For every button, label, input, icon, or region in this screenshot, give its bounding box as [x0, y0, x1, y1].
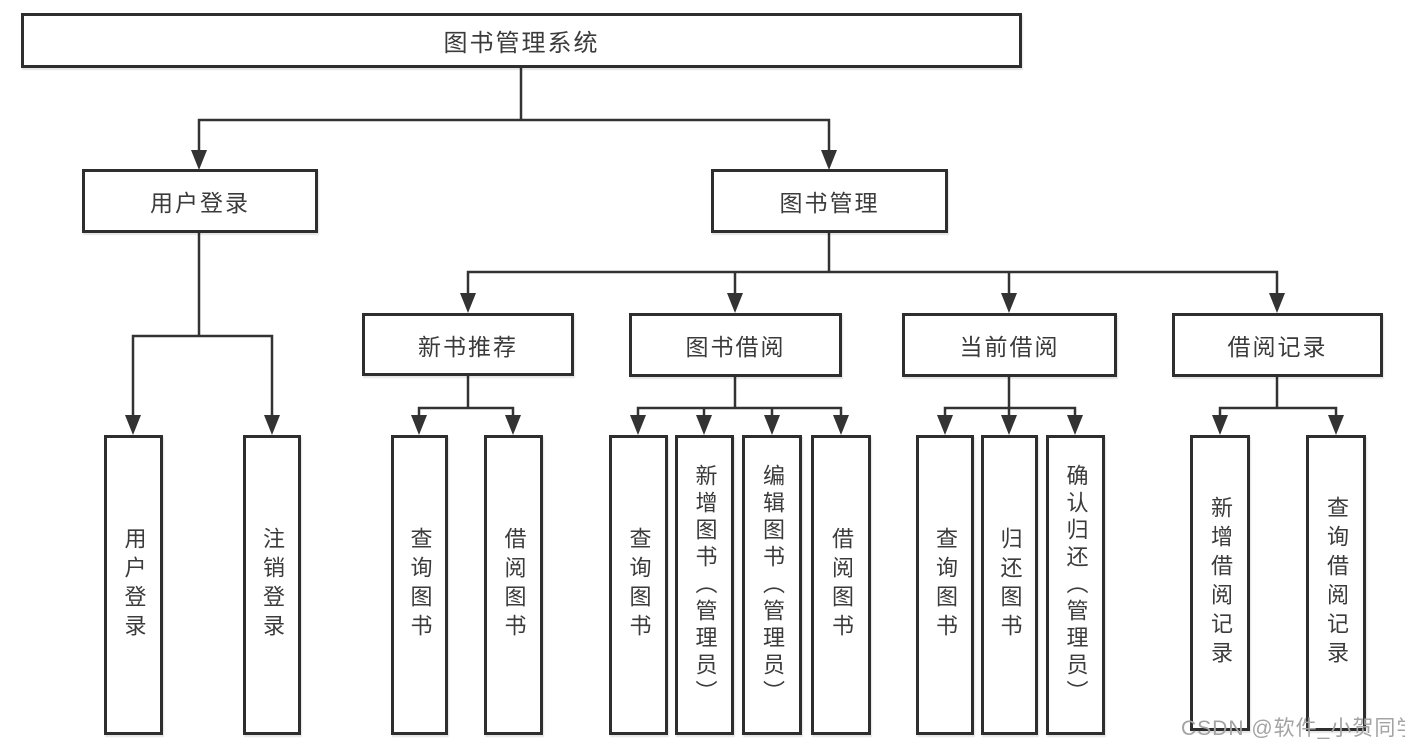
leaf-return-books-label: 归还图书 [997, 527, 1023, 643]
leaf-borrow-books-borrowing-label: 借阅图书 [829, 527, 854, 643]
node-user-login: 用户登录 [82, 169, 318, 233]
connector-root [197, 68, 831, 152]
connector-root-arrowheads [191, 150, 837, 170]
connector-current-borrowing [943, 377, 1077, 417]
leaf-query-borrow-record-label: 查询借阅记录 [1324, 496, 1349, 670]
connector-book-management-arrowheads [460, 293, 1285, 313]
leaf-borrow-books-recommend-label: 借阅图书 [501, 527, 527, 643]
leaf-user-login: 用户登录 [104, 435, 163, 735]
node-borrowing-records: 借阅记录 [1172, 313, 1383, 377]
leaf-query-books-recommend: 查询图书 [391, 435, 448, 735]
leaf-return-books: 归还图书 [981, 435, 1038, 735]
connector-new-book-arrowheads [411, 415, 521, 435]
leaf-logout-login: 注销登录 [243, 435, 301, 735]
leaf-borrow-books-borrowing: 借阅图书 [811, 435, 871, 735]
leaf-logout-login-label: 注销登录 [260, 527, 285, 643]
connector-new-book [417, 376, 515, 417]
connector-user-login-arrowheads [125, 415, 280, 435]
connector-borrowing-records [1218, 377, 1338, 417]
leaf-add-borrow-record-label: 新增借阅记录 [1208, 496, 1233, 670]
node-current-borrowing: 当前借阅 [902, 313, 1117, 377]
leaf-confirm-return-admin-label: 确认归还（管理员） [1063, 463, 1089, 707]
leaf-query-books-borrowing: 查询图书 [609, 435, 668, 735]
node-new-book-recommendation: 新书推荐 [362, 313, 574, 376]
node-library-management-system: 图书管理系统 [21, 13, 1022, 68]
leaf-add-borrow-record: 新增借阅记录 [1190, 435, 1250, 731]
leaf-query-books-borrowing-label: 查询图书 [626, 527, 652, 643]
node-book-borrowing: 图书借阅 [629, 313, 842, 377]
leaf-add-books-admin-label: 新增图书（管理员） [692, 463, 718, 707]
connector-current-borrowing-arrowheads [937, 415, 1083, 435]
leaf-user-login-label: 用户登录 [121, 527, 147, 643]
leaf-query-borrow-record: 查询借阅记录 [1306, 435, 1366, 731]
leaf-query-books-recommend-label: 查询图书 [407, 527, 433, 643]
watermark: CSDN @软件_小贺同学 [1181, 717, 1405, 740]
connector-user-login [131, 233, 274, 417]
leaf-add-books-admin: 新增图书（管理员） [675, 435, 734, 735]
leaf-confirm-return-admin: 确认归还（管理员） [1046, 435, 1105, 735]
leaf-borrow-books-recommend: 借阅图书 [484, 435, 543, 735]
connector-borrowing-records-arrowheads [1212, 415, 1344, 435]
connector-book-borrowing [636, 377, 843, 417]
leaf-query-books-current: 查询图书 [916, 435, 974, 735]
leaf-query-books-current-label: 查询图书 [933, 527, 958, 643]
leaf-edit-books-admin-label: 编辑图书（管理员） [760, 463, 785, 707]
connector-book-borrowing-arrowheads [630, 415, 849, 435]
connector-book-management [466, 233, 1279, 295]
node-book-management: 图书管理 [711, 169, 948, 233]
leaf-edit-books-admin: 编辑图书（管理员） [742, 435, 802, 735]
